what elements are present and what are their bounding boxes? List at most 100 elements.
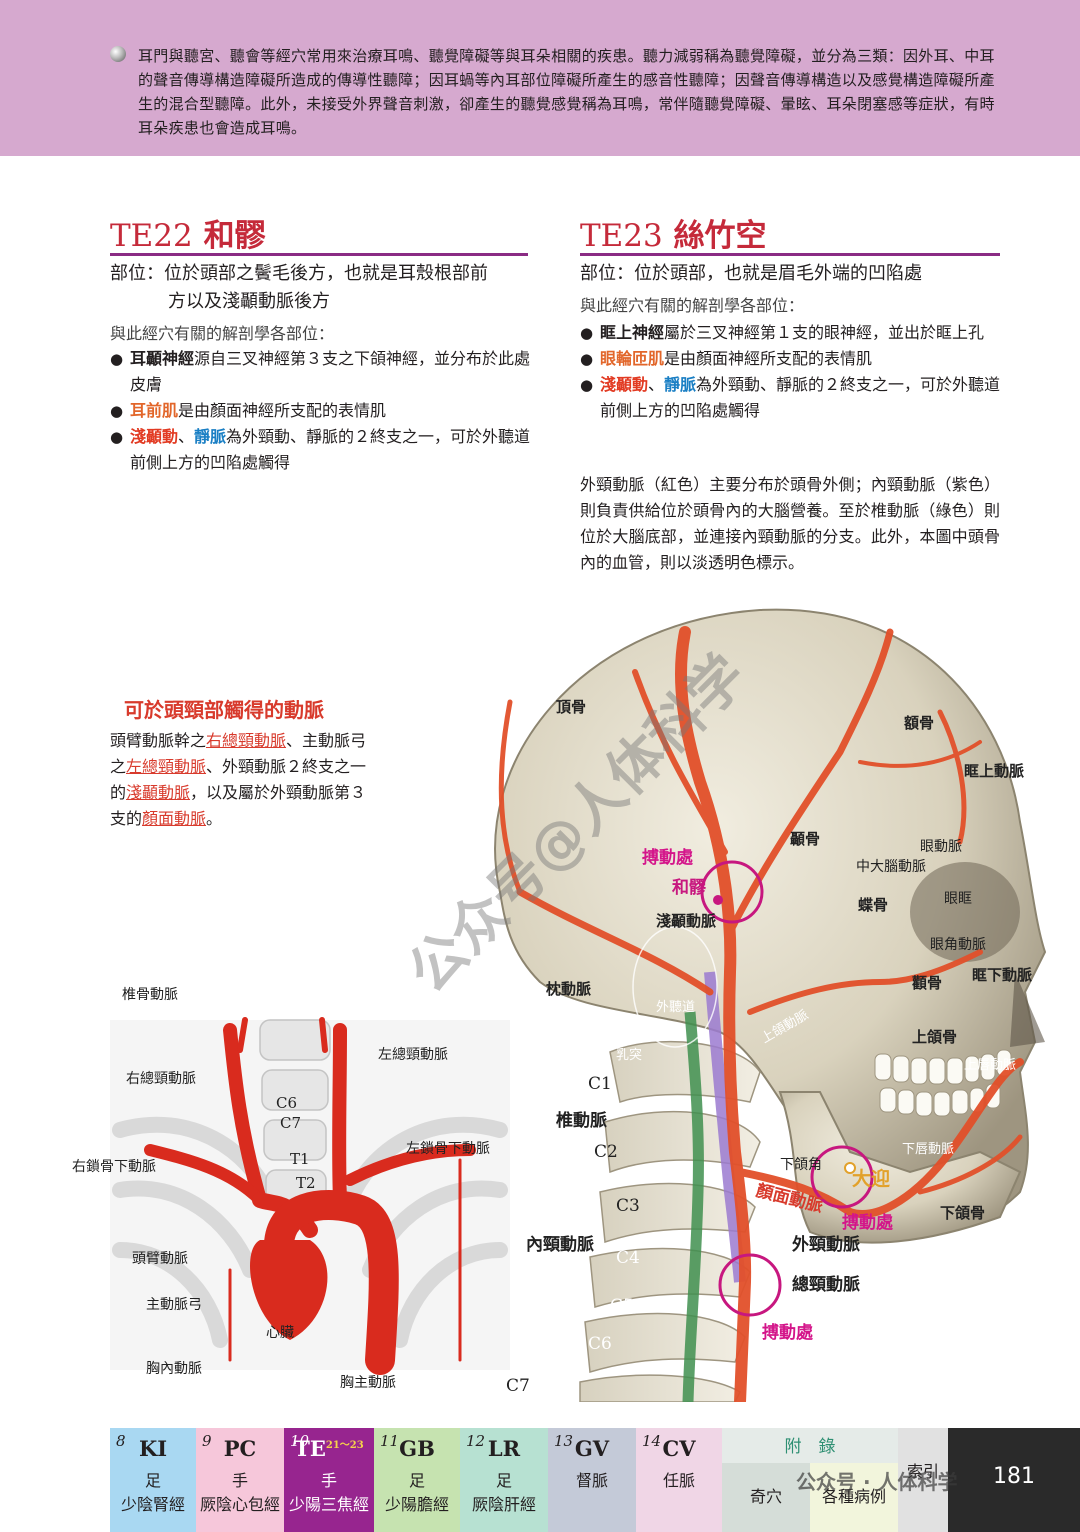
te22-anatomy-heading: 與此經穴有關的解剖學各部位： bbox=[110, 324, 335, 343]
te23-anatomy-heading: 與此經穴有關的解剖學各部位： bbox=[580, 296, 805, 315]
label-zygomatic: 顴骨 bbox=[912, 974, 943, 992]
text: 頭臂動脈幹之 bbox=[110, 731, 207, 750]
label-aortic-arch: 主動脈弓 bbox=[146, 1297, 202, 1313]
term: 靜脈 bbox=[664, 375, 697, 394]
term: 淺顳動 bbox=[600, 375, 649, 394]
nav-line2: 少陽膽經 bbox=[384, 1495, 449, 1514]
pulse-circle-temporal bbox=[700, 860, 764, 924]
label-chest-c7: C7 bbox=[280, 1114, 302, 1132]
description: 是由顏面神經所支配的表情肌 bbox=[178, 401, 387, 420]
acupoint-name: 絲竹空 bbox=[673, 218, 767, 254]
label-common-carotid: 總頸動脈 bbox=[792, 1275, 860, 1295]
label-internal-carotid: 內頸動脈 bbox=[526, 1235, 594, 1255]
external-arteries bbox=[498, 626, 1024, 1402]
text: ，以及屬於外頸動脈第３支的 bbox=[110, 783, 367, 828]
term: 右總頸動脈 bbox=[206, 731, 287, 750]
label-ophthalmic-artery: 眼動脈 bbox=[920, 839, 962, 855]
list-item: 耳前肌是由顏面神經所支配的表情肌 bbox=[110, 398, 534, 424]
nav-tab-te[interactable]: 10 TE21～23 手 少陽三焦經 bbox=[284, 1428, 374, 1532]
label-ear-canal: 外聽道 bbox=[656, 1000, 696, 1015]
nav-num: 13 bbox=[554, 1432, 574, 1450]
nav-tab-index[interactable]: 索引 bbox=[898, 1428, 948, 1532]
location-label: 部位： bbox=[580, 263, 634, 284]
nav-tab-lr[interactable]: 12 LR 足 厥陰肝經 bbox=[460, 1428, 548, 1532]
bullet-ball-icon bbox=[110, 46, 126, 62]
list-item: 淺顳動、靜脈為外頸動、靜脈的２終支之一，可於外聽道前側上方的凹陷處觸得 bbox=[110, 424, 534, 476]
acupoint-code: TE23 bbox=[580, 218, 663, 254]
chapter-nav: 8 KI 足 少陰腎經 9 PC 手 厥陰心包經 10 TE21～23 手 少陽… bbox=[110, 1428, 1080, 1532]
label-daying: 大迎 bbox=[852, 1168, 891, 1190]
nav-code: CV bbox=[662, 1436, 696, 1461]
label-inferior-labial: 下唇動脈 bbox=[902, 1142, 955, 1157]
nav-code: GV bbox=[574, 1436, 610, 1461]
nav-line1: 手 bbox=[231, 1471, 248, 1490]
nav-tab-gb[interactable]: 11 GB 足 少陽膽經 bbox=[374, 1428, 460, 1532]
nav-num: 12 bbox=[466, 1432, 486, 1450]
label-occipital-artery: 枕動脈 bbox=[546, 980, 592, 998]
nav-tab-cases[interactable]: 各種病例 bbox=[810, 1463, 898, 1532]
label-right-common-carotid: 右總頸動脈 bbox=[126, 1071, 196, 1087]
list-item: 眼輪匝肌是由顏面神經所支配的表情肌 bbox=[580, 346, 1002, 372]
label-c5: C5 bbox=[610, 1296, 634, 1316]
term: 淺顳動 bbox=[130, 427, 179, 446]
te22-location: 部位：位於頭部之鬢毛後方，也就是耳殼根部前 方以及淺顳動脈後方 bbox=[110, 260, 540, 316]
ear-canal-shape bbox=[632, 926, 718, 1048]
term: 靜脈 bbox=[194, 427, 227, 446]
label-superficial-temporal: 淺顳動脈 bbox=[656, 912, 717, 930]
nav-num: 8 bbox=[116, 1432, 126, 1450]
palpable-title: 可於頭頸部觸得的動脈 bbox=[124, 698, 324, 722]
nav-tab-pc[interactable]: 9 PC 手 厥陰心包經 bbox=[196, 1428, 284, 1532]
label-pulse-1: 搏動處 bbox=[642, 848, 693, 868]
nav-num: 14 bbox=[642, 1432, 662, 1450]
palpable-text: 頭臂動脈幹之右總頸動脈、主動脈弓之左總頸動脈、外頸動脈２終支之一的淺顳動脈，以及… bbox=[110, 728, 382, 832]
label-mandible: 下頜骨 bbox=[940, 1204, 986, 1222]
pulse-circle-carotid bbox=[718, 1253, 782, 1317]
term: 眼輪匝肌 bbox=[600, 349, 665, 368]
intro-band bbox=[0, 0, 1080, 156]
nav-num: 10 bbox=[290, 1432, 310, 1450]
label-angular-artery: 眼角動脈 bbox=[930, 937, 986, 953]
label-brachiocephalic: 頭臂動脈 bbox=[132, 1251, 188, 1267]
label-c4: C4 bbox=[616, 1248, 640, 1268]
acupoint-code: TE22 bbox=[110, 218, 193, 254]
separator: 、 bbox=[648, 375, 665, 394]
location-line: 位於頭部，也就是眉毛外端的凹陷處 bbox=[634, 263, 922, 284]
label-heart: 心臟 bbox=[266, 1325, 294, 1341]
label-left-common-carotid: 左總頸動脈 bbox=[378, 1047, 448, 1063]
aortic-arch-illustration bbox=[110, 1017, 510, 1375]
text: 、主動脈弓之 bbox=[110, 731, 367, 776]
text: 、外頸動脈２終支之一的 bbox=[110, 757, 367, 802]
nav-line2: 少陰腎經 bbox=[120, 1495, 185, 1514]
nav-tab-gv[interactable]: 13 GV 督脈 bbox=[548, 1428, 636, 1532]
page-number: 181 bbox=[948, 1428, 1080, 1532]
location-line: 位於頭部之鬢毛後方，也就是耳殼根部前 bbox=[164, 263, 488, 284]
label-c3: C3 bbox=[616, 1196, 640, 1216]
acupoint-name: 和髎 bbox=[203, 218, 266, 254]
nav-code: GB bbox=[399, 1436, 435, 1461]
label-left-subclavian: 左鎖骨下動脈 bbox=[406, 1141, 490, 1157]
heading-te23: TE23 絲竹空 bbox=[580, 210, 1000, 256]
nav-code: LR bbox=[487, 1436, 521, 1461]
heading-te22: TE22 和髎 bbox=[110, 210, 528, 256]
nav-tab-extra-points[interactable]: 奇穴 bbox=[722, 1463, 810, 1532]
location-label: 部位： bbox=[110, 263, 164, 284]
intro-text: 耳門與聽宮、聽會等經穴常用來治療耳鳴、聽覺障礙等與耳朵相關的疾患。聽力減弱稱為聽… bbox=[138, 47, 995, 137]
label-c6: C6 bbox=[588, 1334, 612, 1354]
list-item: 眶上神經屬於三叉神經第１支的眼神經，並出於眶上孔 bbox=[580, 320, 1002, 346]
nav-num: 9 bbox=[202, 1432, 212, 1450]
nav-line1: 足 bbox=[144, 1471, 161, 1490]
nav-line1: 督脈 bbox=[575, 1471, 608, 1490]
nav-sup: 21～23 bbox=[325, 1440, 364, 1451]
label-c1: C1 bbox=[588, 1074, 612, 1094]
description: 屬於三叉神經第１支的眼神經，並出於眶上孔 bbox=[664, 323, 985, 342]
label-orbit: 眼眶 bbox=[944, 891, 972, 907]
label-vertebral: 椎骨動脈 bbox=[122, 987, 178, 1003]
spine bbox=[259, 1019, 331, 1211]
term: 左總頸動脈 bbox=[126, 757, 207, 776]
nav-tab-cv[interactable]: 14 CV 任脈 bbox=[636, 1428, 722, 1532]
description: 源自三叉神經第３支之下頜神經，並分布於此處皮膚 bbox=[130, 349, 531, 394]
label-chest-t1: T1 bbox=[290, 1150, 310, 1168]
nav-tab-ki[interactable]: 8 KI 足 少陰腎經 bbox=[110, 1428, 196, 1532]
label-temporal: 顳骨 bbox=[790, 830, 821, 848]
nav-num: 11 bbox=[380, 1432, 400, 1450]
